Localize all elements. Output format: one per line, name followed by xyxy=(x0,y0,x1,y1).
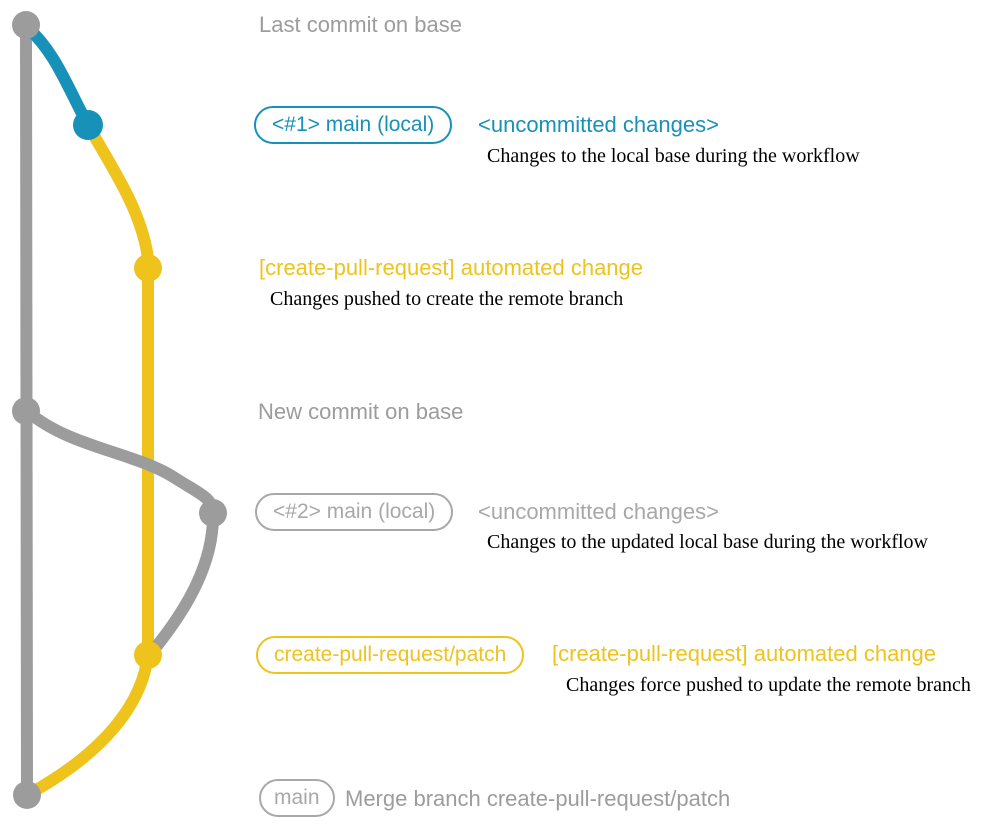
base-to-local-2-curve xyxy=(21,405,219,519)
patch-merge-curve xyxy=(23,649,154,800)
commit-dot-local-1 xyxy=(73,110,103,140)
uncommitted-branch-curve-1 xyxy=(21,21,94,131)
caption-updated-local-base-changes: Changes to the updated local base during… xyxy=(487,531,928,553)
caption-local-base-changes: Changes to the local base during the wor… xyxy=(487,145,860,167)
patch-branch-line xyxy=(82,119,154,661)
annotation-merge-branch: Merge branch create-pull-request/patch xyxy=(345,786,731,811)
commit-dot-merge xyxy=(13,781,41,809)
annotation-last-commit-on-base: Last commit on base xyxy=(259,12,462,37)
commit-dot-patch-1 xyxy=(134,254,162,282)
caption-pushed-create-remote: Changes pushed to create the remote bran… xyxy=(270,288,624,310)
status-uncommitted-changes-2: <uncommitted changes> xyxy=(478,499,719,524)
commit-dot-local-2 xyxy=(199,499,227,527)
branch-label-create-pull-request-patch: create-pull-request/patch xyxy=(256,636,525,674)
caption-force-pushed-update-remote: Changes force pushed to update the remot… xyxy=(566,674,971,696)
commit-dot-patch-2 xyxy=(134,641,162,669)
commit-dot-new-base xyxy=(12,397,40,425)
status-uncommitted-changes-1: <uncommitted changes> xyxy=(478,112,719,137)
commit-dot-last-base xyxy=(12,11,40,39)
commit-title-automated-change-2: [create-pull-request] automated change xyxy=(552,641,937,666)
branch-label-main: main xyxy=(259,779,335,817)
branch-label-main-local-2: <#2> main (local) xyxy=(255,493,454,531)
annotation-new-commit-on-base: New commit on base xyxy=(258,399,464,424)
local-2-to-patch-curve xyxy=(146,507,220,658)
commit-title-automated-change-1: [create-pull-request] automated change xyxy=(259,255,644,280)
branch-label-main-local-1: <#1> main (local) xyxy=(254,106,453,144)
